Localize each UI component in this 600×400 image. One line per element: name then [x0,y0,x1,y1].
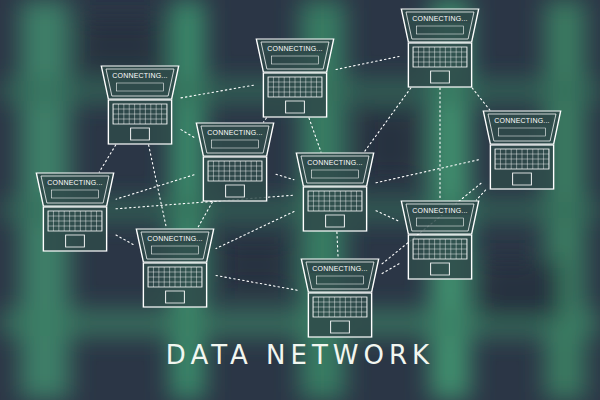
laptop-node: CONNECTING... [299,258,381,338]
dotted-connection [309,118,321,152]
laptop-node: CONNECTING... [34,172,116,252]
screen-status: CONNECTING... [410,206,470,215]
laptop-node: CONNECTING... [254,38,336,118]
laptop-node: CONNECTING... [294,152,376,232]
dotted-connection [472,88,490,110]
dotted-connection [336,57,399,70]
dotted-connection [99,145,115,172]
dotted-connection [264,118,267,122]
dotted-connection [439,88,440,200]
dotted-connection [376,159,481,183]
laptop-node: CONNECTING... [134,228,216,308]
dotted-connection [476,190,485,200]
dotted-connection [116,175,194,199]
dotted-connection [116,235,134,245]
dotted-connection [216,212,294,249]
dotted-connection [181,130,194,138]
laptop-node: CONNECTING... [399,8,481,88]
screen-status: CONNECTING... [205,128,265,137]
screen-status: CONNECTING... [410,14,470,23]
dotted-connection [381,264,399,274]
laptop-node: CONNECTING... [481,110,563,190]
screen-status: CONNECTING... [110,71,170,80]
dotted-connection [198,202,213,228]
dotted-connection [149,145,167,228]
dotted-connection [364,88,411,152]
screen-status: CONNECTING... [492,116,552,125]
screen-status: CONNECTING... [310,264,370,273]
laptop-node: CONNECTING... [194,122,276,202]
dotted-connection [216,276,299,291]
dotted-connection [181,85,254,98]
laptop-node: CONNECTING... [399,200,481,280]
screen-status: CONNECTING... [305,158,365,167]
dotted-connection [337,232,338,258]
screen-status: CONNECTING... [265,44,325,53]
dotted-connection [276,174,294,179]
screen-status: CONNECTING... [145,234,205,243]
screen-status: CONNECTING... [45,178,105,187]
title: DATA NETWORK [0,340,600,370]
dotted-connection [376,211,399,222]
laptop-node: CONNECTING... [99,65,181,145]
